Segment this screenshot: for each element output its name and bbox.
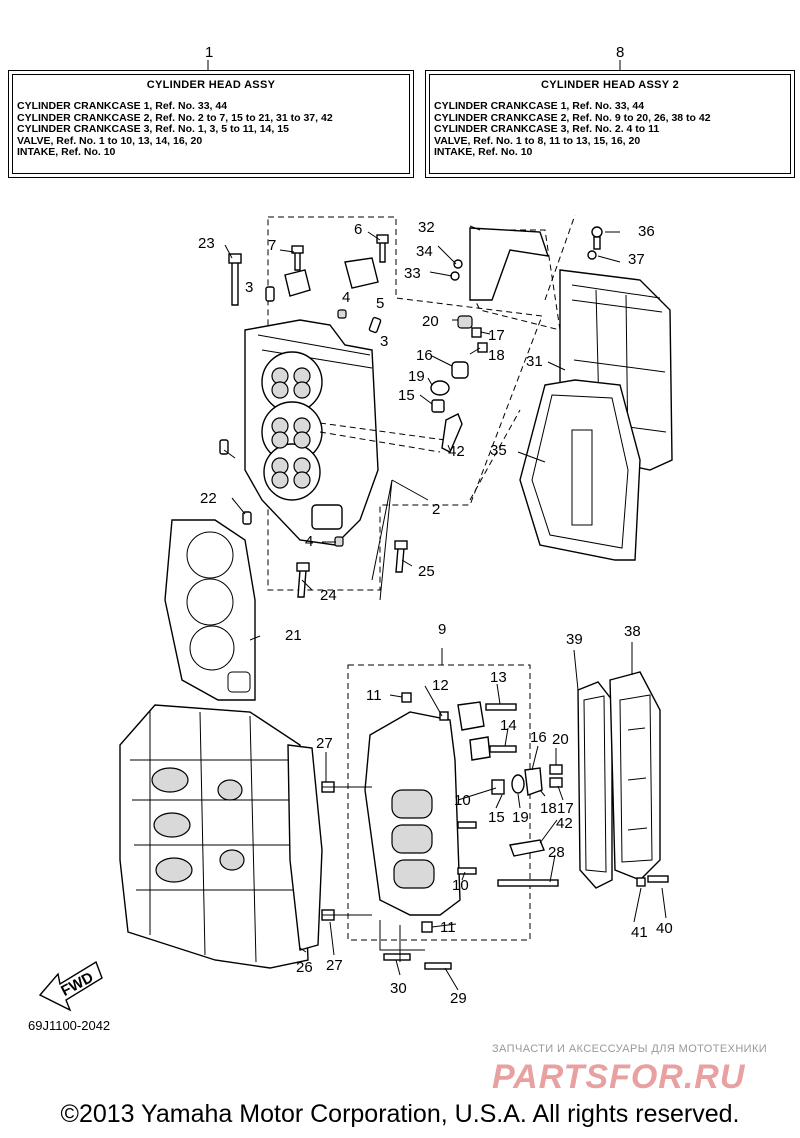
callout-28: 28 xyxy=(548,844,565,861)
callout-numbers: 23 7 6 3 4 5 3 32 34 33 36 37 20 17 18 1… xyxy=(198,219,673,1007)
box-title: CYLINDER HEAD ASSY xyxy=(146,79,276,91)
callout-19a: 19 xyxy=(408,368,425,385)
callout-12: 12 xyxy=(432,677,449,694)
box-left-number: 1 xyxy=(205,44,214,61)
callout-36: 36 xyxy=(638,223,655,240)
box-line: INTAKE, Ref. No. 10 xyxy=(434,146,533,158)
callout-3a: 3 xyxy=(245,279,253,296)
callout-9: 9 xyxy=(438,621,446,638)
callout-29: 29 xyxy=(450,990,467,1007)
callout-3b: 3 xyxy=(380,333,388,350)
callout-22: 22 xyxy=(200,490,217,507)
callout-34: 34 xyxy=(416,243,433,260)
callout-41: 41 xyxy=(631,924,648,941)
box-line: CYLINDER CRANKCASE 1, Ref. No. 33, 44 xyxy=(434,100,645,112)
callout-17a: 17 xyxy=(488,327,505,344)
callout-23: 23 xyxy=(198,235,215,252)
callout-11b: 11 xyxy=(440,919,456,936)
copyright-notice: ©2013 Yamaha Motor Corporation, U.S.A. A… xyxy=(60,1100,740,1128)
callout-20a: 20 xyxy=(422,313,439,330)
box-lines: CYLINDER CRANKCASE 1, Ref. No. 33, 44 CY… xyxy=(17,100,333,159)
callout-42a: 42 xyxy=(448,443,465,460)
box-line: VALVE, Ref. No. 1 to 8, 11 to 13, 15, 16… xyxy=(434,134,641,147)
callout-26: 26 xyxy=(296,959,313,976)
callout-10a: 10 xyxy=(454,792,471,809)
box-right-number: 8 xyxy=(616,44,625,61)
box-inner-border xyxy=(12,74,410,174)
callout-37: 37 xyxy=(628,251,645,268)
callout-2: 2 xyxy=(432,501,440,518)
upper-head-assembly xyxy=(219,216,543,601)
lower-cover-assembly xyxy=(573,642,669,923)
callout-35: 35 xyxy=(490,442,507,459)
box-lines: CYLINDER CRANKCASE 1, Ref. No. 33, 44 CY… xyxy=(434,100,711,159)
box-line: CYLINDER CRANKCASE 1, Ref. No. 33, 44 xyxy=(17,100,228,112)
callout-15b: 15 xyxy=(488,809,505,826)
callout-19b: 19 xyxy=(512,809,529,826)
callout-30: 30 xyxy=(390,980,407,997)
watermark-logo: PARTSFOR.RU xyxy=(492,1058,746,1096)
callout-leaders xyxy=(223,225,621,991)
callout-21: 21 xyxy=(285,627,302,644)
callout-7: 7 xyxy=(268,237,276,254)
box-title: CYLINDER HEAD ASSY 2 xyxy=(540,79,680,91)
callout-20b: 20 xyxy=(552,731,569,748)
box-line: CYLINDER CRANKCASE 2, Ref. No. 9 to 20, … xyxy=(434,111,711,124)
diagram-code: 69J1100-2042 xyxy=(28,1018,111,1033)
upper-cover-assembly xyxy=(450,214,673,561)
box-inner-border xyxy=(429,74,791,174)
callout-38: 38 xyxy=(624,623,641,640)
lower-head-assembly xyxy=(287,648,563,970)
head-gasket xyxy=(164,519,256,701)
callout-25: 25 xyxy=(418,563,435,580)
box-line: VALVE, Ref. No. 1 to 10, 13, 14, 16, 20 xyxy=(17,134,203,147)
callout-4b: 4 xyxy=(305,533,313,550)
callout-33: 33 xyxy=(404,265,421,282)
callout-27b: 27 xyxy=(326,957,343,974)
callout-5: 5 xyxy=(376,295,384,312)
box-line: CYLINDER CRANKCASE 2, Ref. No. 2 to 7, 1… xyxy=(17,111,333,124)
watermark-tagline: ЗАПЧАСТИ И АКСЕССУАРЫ ДЛЯ МОТОТЕХНИКИ xyxy=(492,1043,768,1055)
callout-11a: 11 xyxy=(366,687,382,704)
callout-32: 32 xyxy=(418,219,435,236)
callout-31: 31 xyxy=(526,353,543,370)
callout-18a: 18 xyxy=(488,347,505,364)
fwd-arrow-icon: FWD xyxy=(38,960,103,1012)
callout-6: 6 xyxy=(354,221,362,238)
box-line: INTAKE, Ref. No. 10 xyxy=(17,146,116,158)
callout-13: 13 xyxy=(490,669,507,686)
cylinder-head-assy-2-box: CYLINDER HEAD ASSY 2 CYLINDER CRANKCASE … xyxy=(425,70,795,178)
callout-16b: 16 xyxy=(530,729,547,746)
box-line: CYLINDER CRANKCASE 3, Ref. No. 2. 4 to 1… xyxy=(434,123,660,135)
callout-14: 14 xyxy=(500,717,517,734)
callout-4a: 4 xyxy=(342,289,350,306)
callout-10b: 10 xyxy=(452,877,469,894)
callout-27a: 27 xyxy=(316,735,333,752)
callout-18b: 18 xyxy=(540,800,557,817)
callout-15a: 15 xyxy=(398,387,415,404)
callout-42b: 42 xyxy=(556,815,573,832)
cylinder-head-assy-box: CYLINDER HEAD ASSY CYLINDER CRANKCASE 1,… xyxy=(8,70,414,178)
callout-39: 39 xyxy=(566,631,583,648)
callout-17b: 17 xyxy=(557,800,574,817)
callout-16a: 16 xyxy=(416,347,433,364)
callout-24: 24 xyxy=(320,587,337,604)
box-line: CYLINDER CRANKCASE 3, Ref. No. 1, 3, 5 t… xyxy=(17,123,289,135)
cylinder-block xyxy=(119,704,309,969)
callout-40: 40 xyxy=(656,920,673,937)
